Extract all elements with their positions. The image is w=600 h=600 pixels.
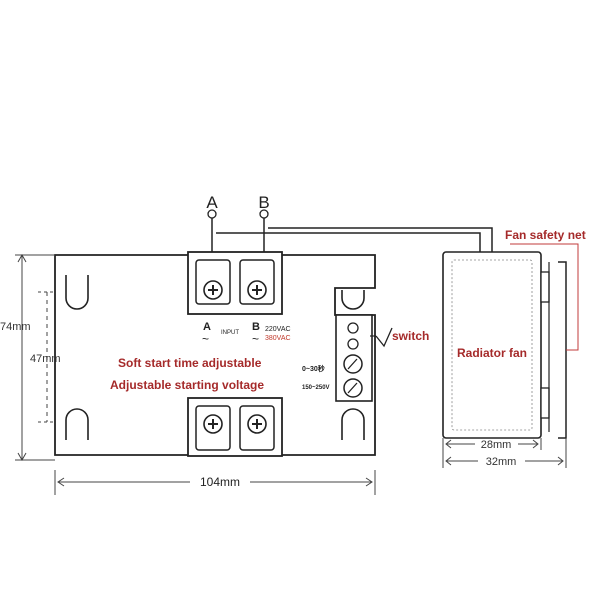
soft-start-label: Soft start time adjustable	[118, 356, 262, 370]
input-a-tilde: ~	[202, 332, 209, 346]
switch-label: switch	[392, 329, 429, 343]
terminal-a-node	[207, 209, 217, 219]
soft-start-range: 0~30秒	[302, 364, 325, 373]
top-wires	[211, 218, 493, 252]
height-dimension	[15, 253, 56, 462]
fan-safety-net	[558, 261, 567, 439]
fan-depth-32-label: 32mm	[486, 456, 517, 468]
height-inner-label: 47mm	[30, 353, 61, 365]
input-b-label: B	[252, 321, 260, 333]
start-voltage-label: Adjustable starting voltage	[110, 378, 264, 392]
terminal-b-label: B	[258, 193, 269, 212]
control-panel	[335, 314, 393, 402]
top-terminal-block	[187, 251, 283, 315]
fan-depth-dimension	[442, 438, 567, 468]
start-voltage-range: 150~250V	[302, 385, 330, 391]
input-text: INPUT	[221, 330, 239, 336]
terminal-b-node	[259, 209, 269, 219]
mounting-slots	[65, 275, 365, 440]
width-dimension	[54, 470, 376, 495]
input-a-label: A	[203, 321, 211, 333]
fan-safety-net-label: Fan safety net	[505, 228, 586, 242]
input-labels: A ~ INPUT B ~ 220VAC 380VAC	[202, 321, 291, 346]
safety-net-leader	[510, 243, 579, 351]
voltage-380: 380VAC	[265, 335, 291, 342]
input-b-tilde: ~	[252, 332, 259, 346]
voltage-220: 220VAC	[265, 326, 291, 333]
module-body	[54, 254, 376, 456]
radiator-fan	[442, 251, 550, 439]
height-outer-label: 74mm	[0, 321, 31, 333]
radiator-fan-label: Radiator fan	[457, 346, 527, 360]
fan-depth-28-label: 28mm	[481, 439, 512, 451]
bottom-terminal-block	[187, 397, 283, 457]
terminal-a-label: A	[206, 193, 218, 212]
width-label: 104mm	[200, 475, 240, 489]
